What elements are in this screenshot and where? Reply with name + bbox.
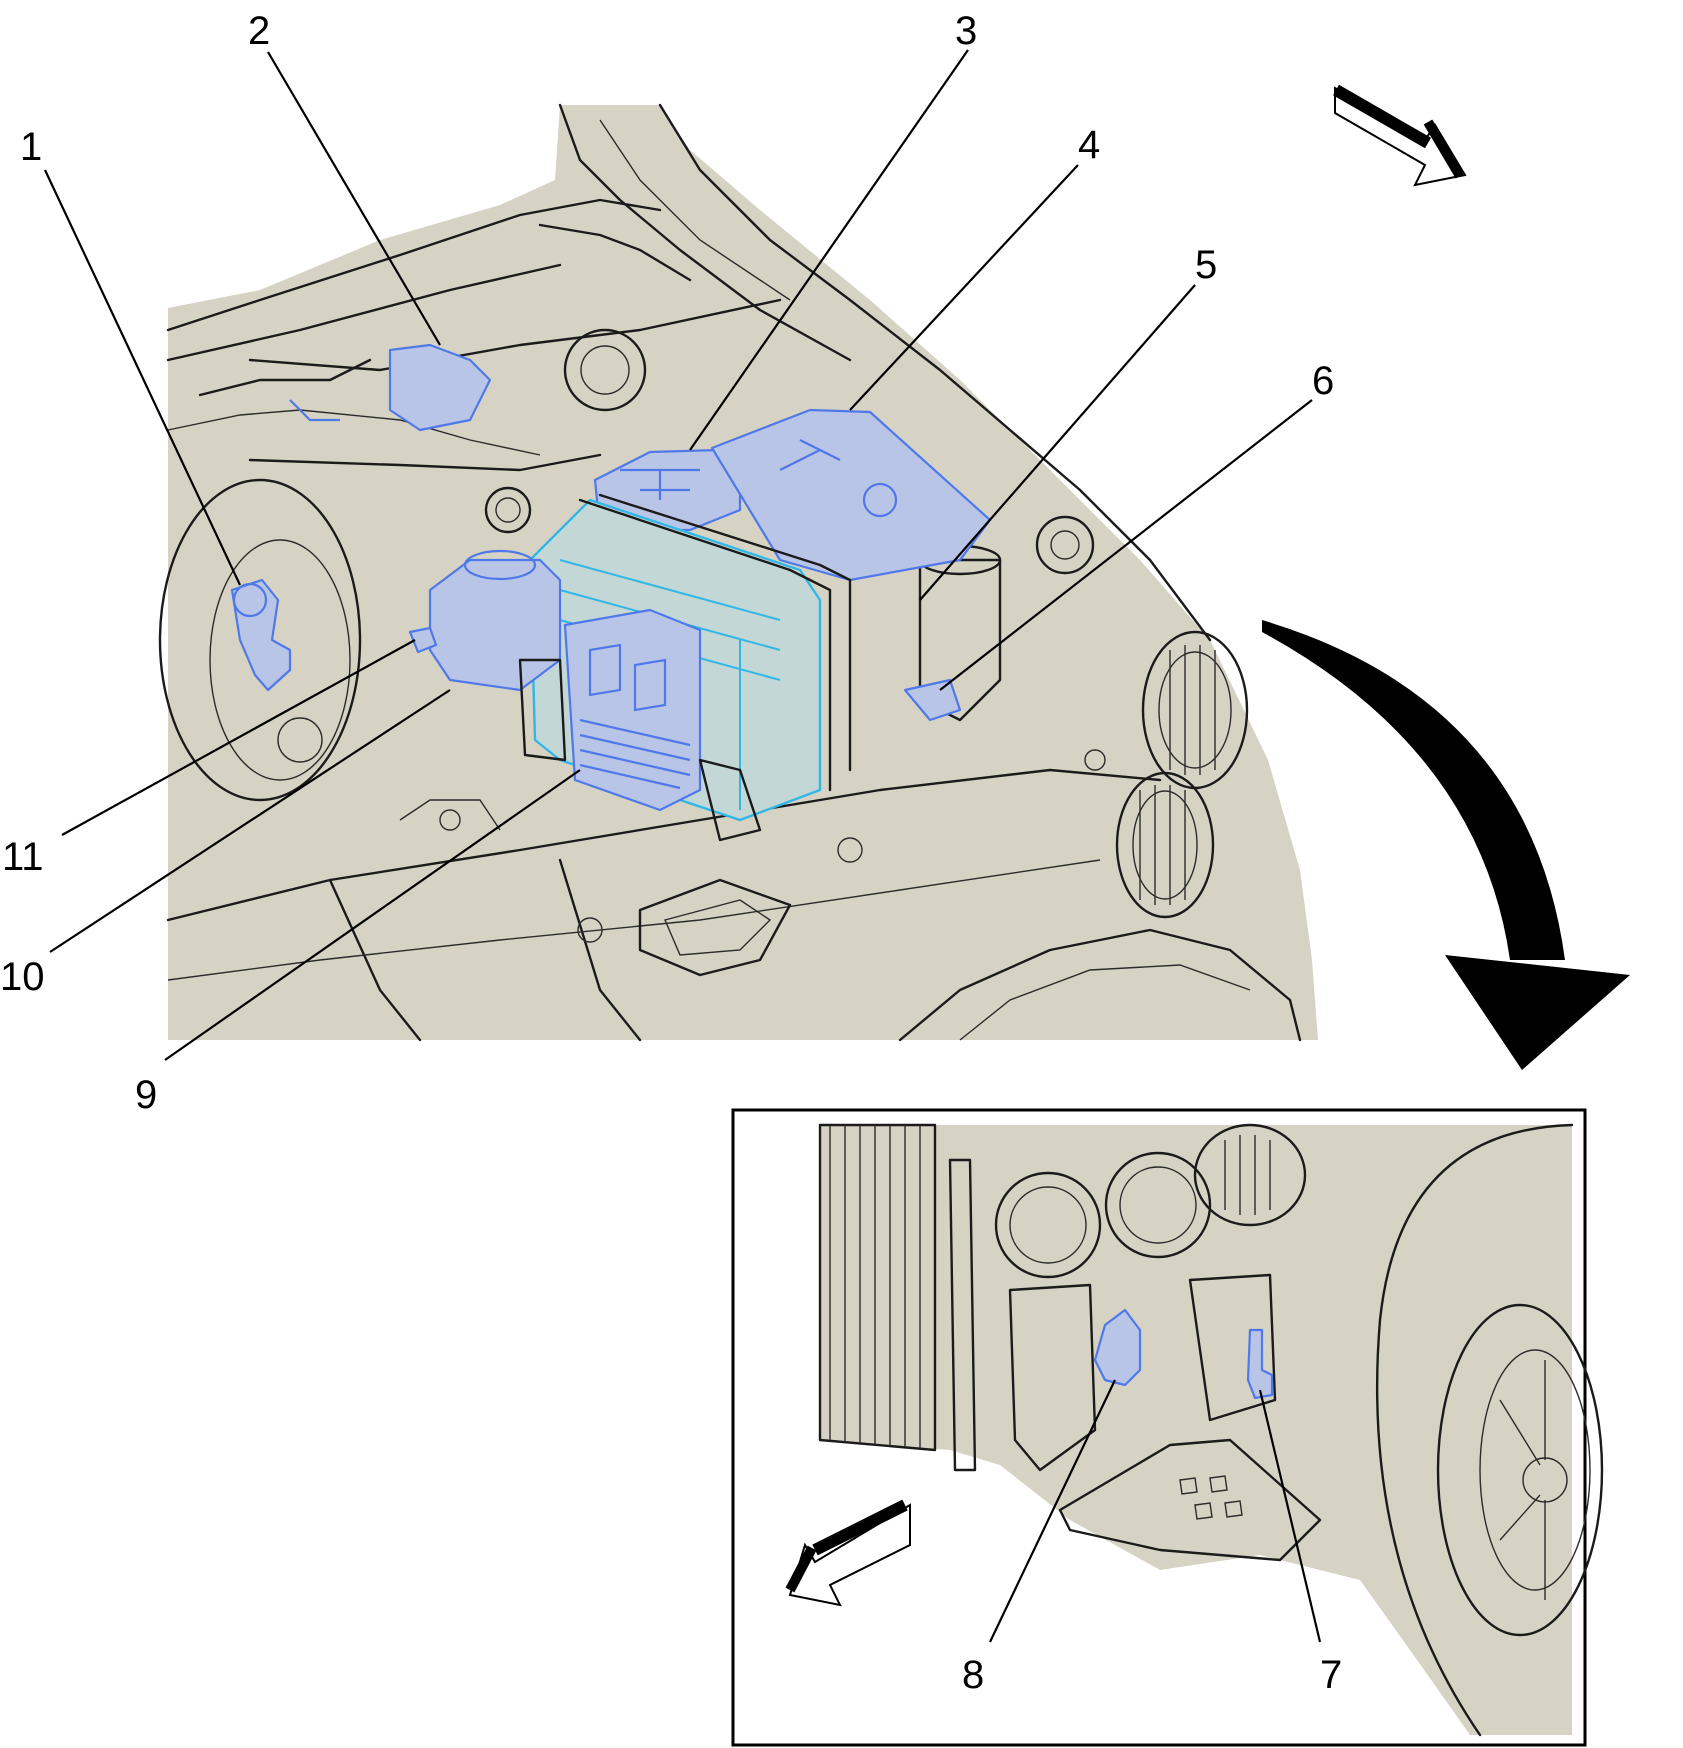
battery-cover <box>710 408 992 582</box>
main-engine-bay-view <box>158 103 1318 1042</box>
inset-detail-view <box>731 1108 1604 1747</box>
engine-control-module <box>563 608 702 812</box>
callout-10: 10 <box>0 955 45 999</box>
wiper-module-component <box>388 343 492 432</box>
curved-detail-arrow-icon <box>1262 620 1630 1070</box>
forward-direction-arrow-icon-inset <box>785 1499 911 1607</box>
callout-3: 3 <box>955 9 977 53</box>
callout-labels: 1 2 3 4 5 6 7 8 9 10 11 <box>0 9 1342 1697</box>
callout-6: 6 <box>1312 359 1334 403</box>
horn <box>1093 1308 1142 1387</box>
forward-direction-arrow-icon <box>1333 84 1467 187</box>
callout-7: 7 <box>1320 1653 1342 1697</box>
callout-4: 4 <box>1078 123 1100 167</box>
component-left-fender <box>230 578 292 692</box>
battery-cable-clip <box>903 678 962 722</box>
ambient-air-temperature-sensor <box>1246 1328 1274 1400</box>
callout-9: 9 <box>135 1073 157 1117</box>
callout-5: 5 <box>1195 243 1217 287</box>
sensor-connector <box>408 626 438 654</box>
callout-11: 11 <box>2 835 44 879</box>
leader-lines <box>44 49 1322 1643</box>
callout-2: 2 <box>248 9 270 53</box>
callout-1: 1 <box>20 125 42 169</box>
callout-8: 8 <box>962 1653 984 1697</box>
